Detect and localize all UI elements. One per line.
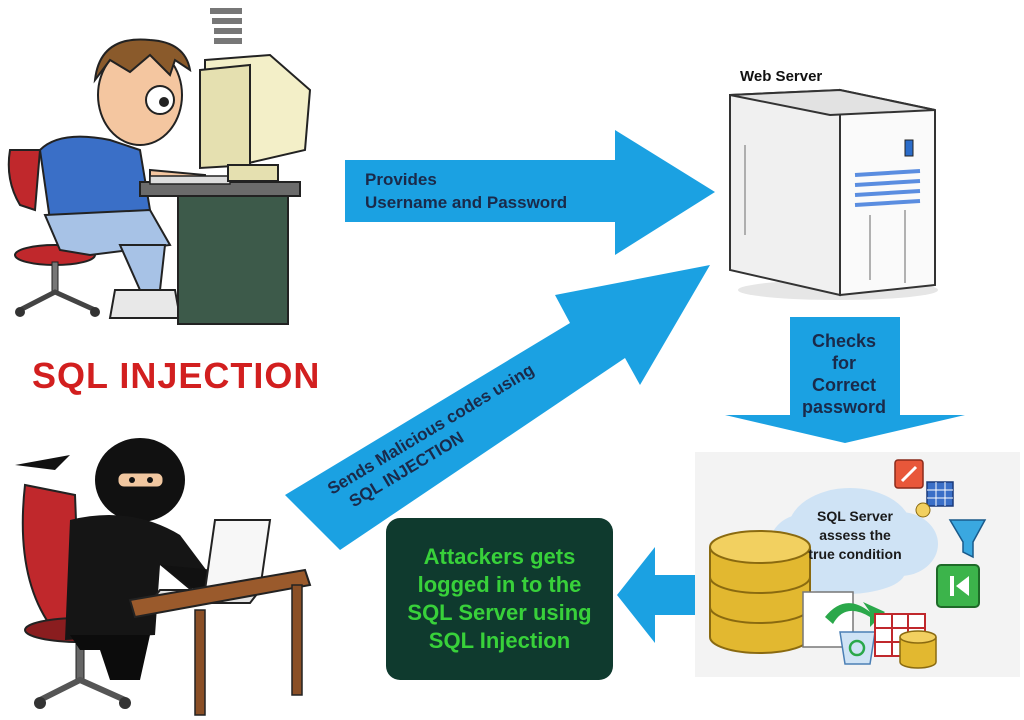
result-box-line-3: SQL Server using [407, 600, 592, 625]
provides-arrow-line-1: Provides [365, 170, 437, 189]
hacker-desk-icon [128, 568, 312, 716]
sql-server-graphics [709, 459, 987, 669]
result-arrow [617, 547, 707, 643]
result-box-line-1: Attackers gets [423, 544, 576, 569]
cloud-text-line-2: assess the [819, 527, 891, 543]
cloud-text: SQL Server assess the true condition [790, 507, 920, 564]
desk-icon [139, 175, 301, 325]
recycle-bin-icon [839, 631, 876, 665]
web-server-icon [729, 88, 938, 300]
filter-funnel-icon [948, 519, 987, 559]
user-figure-icon [38, 38, 206, 319]
monitor-icon [199, 8, 312, 182]
web-server-label: Web Server [740, 68, 823, 85]
ninja-hacker-icon [15, 438, 228, 680]
hacker-illustration [15, 438, 312, 716]
back-button-icon [936, 564, 980, 608]
cloud-text-line-3: true condition [808, 546, 902, 562]
small-database-icon [899, 630, 937, 669]
checks-arrow-line-3: Correct [812, 375, 876, 395]
checks-arrow-line-1: Checks [812, 331, 876, 351]
user-at-computer-illustration [7, 8, 312, 325]
provides-arrow: Provides Username and Password [345, 130, 715, 255]
database-icon [709, 530, 811, 654]
result-box-line-4: SQL Injection [428, 628, 571, 653]
cloud-text-line-1: SQL Server [816, 508, 893, 524]
result-box-line-2: logged in to the [417, 572, 582, 597]
page-title: SQL INJECTION [32, 355, 321, 396]
users-grid-icon [915, 481, 954, 518]
office-chair-icon [7, 149, 100, 317]
checks-arrow-line-2: for [832, 353, 856, 373]
sends-malicious-arrow: Sends Malicious codes using SQL INJECTIO… [285, 265, 710, 550]
checks-arrow: Checks for Correct password [725, 317, 965, 443]
cloud-icon [770, 488, 938, 594]
checks-arrow-line-4: password [802, 397, 886, 417]
refresh-arrow-icon [825, 602, 885, 627]
provides-arrow-line-2: Username and Password [365, 193, 567, 212]
result-box: Attackers gets logged in to the SQL Serv… [386, 518, 613, 680]
tools-icon [894, 459, 924, 489]
